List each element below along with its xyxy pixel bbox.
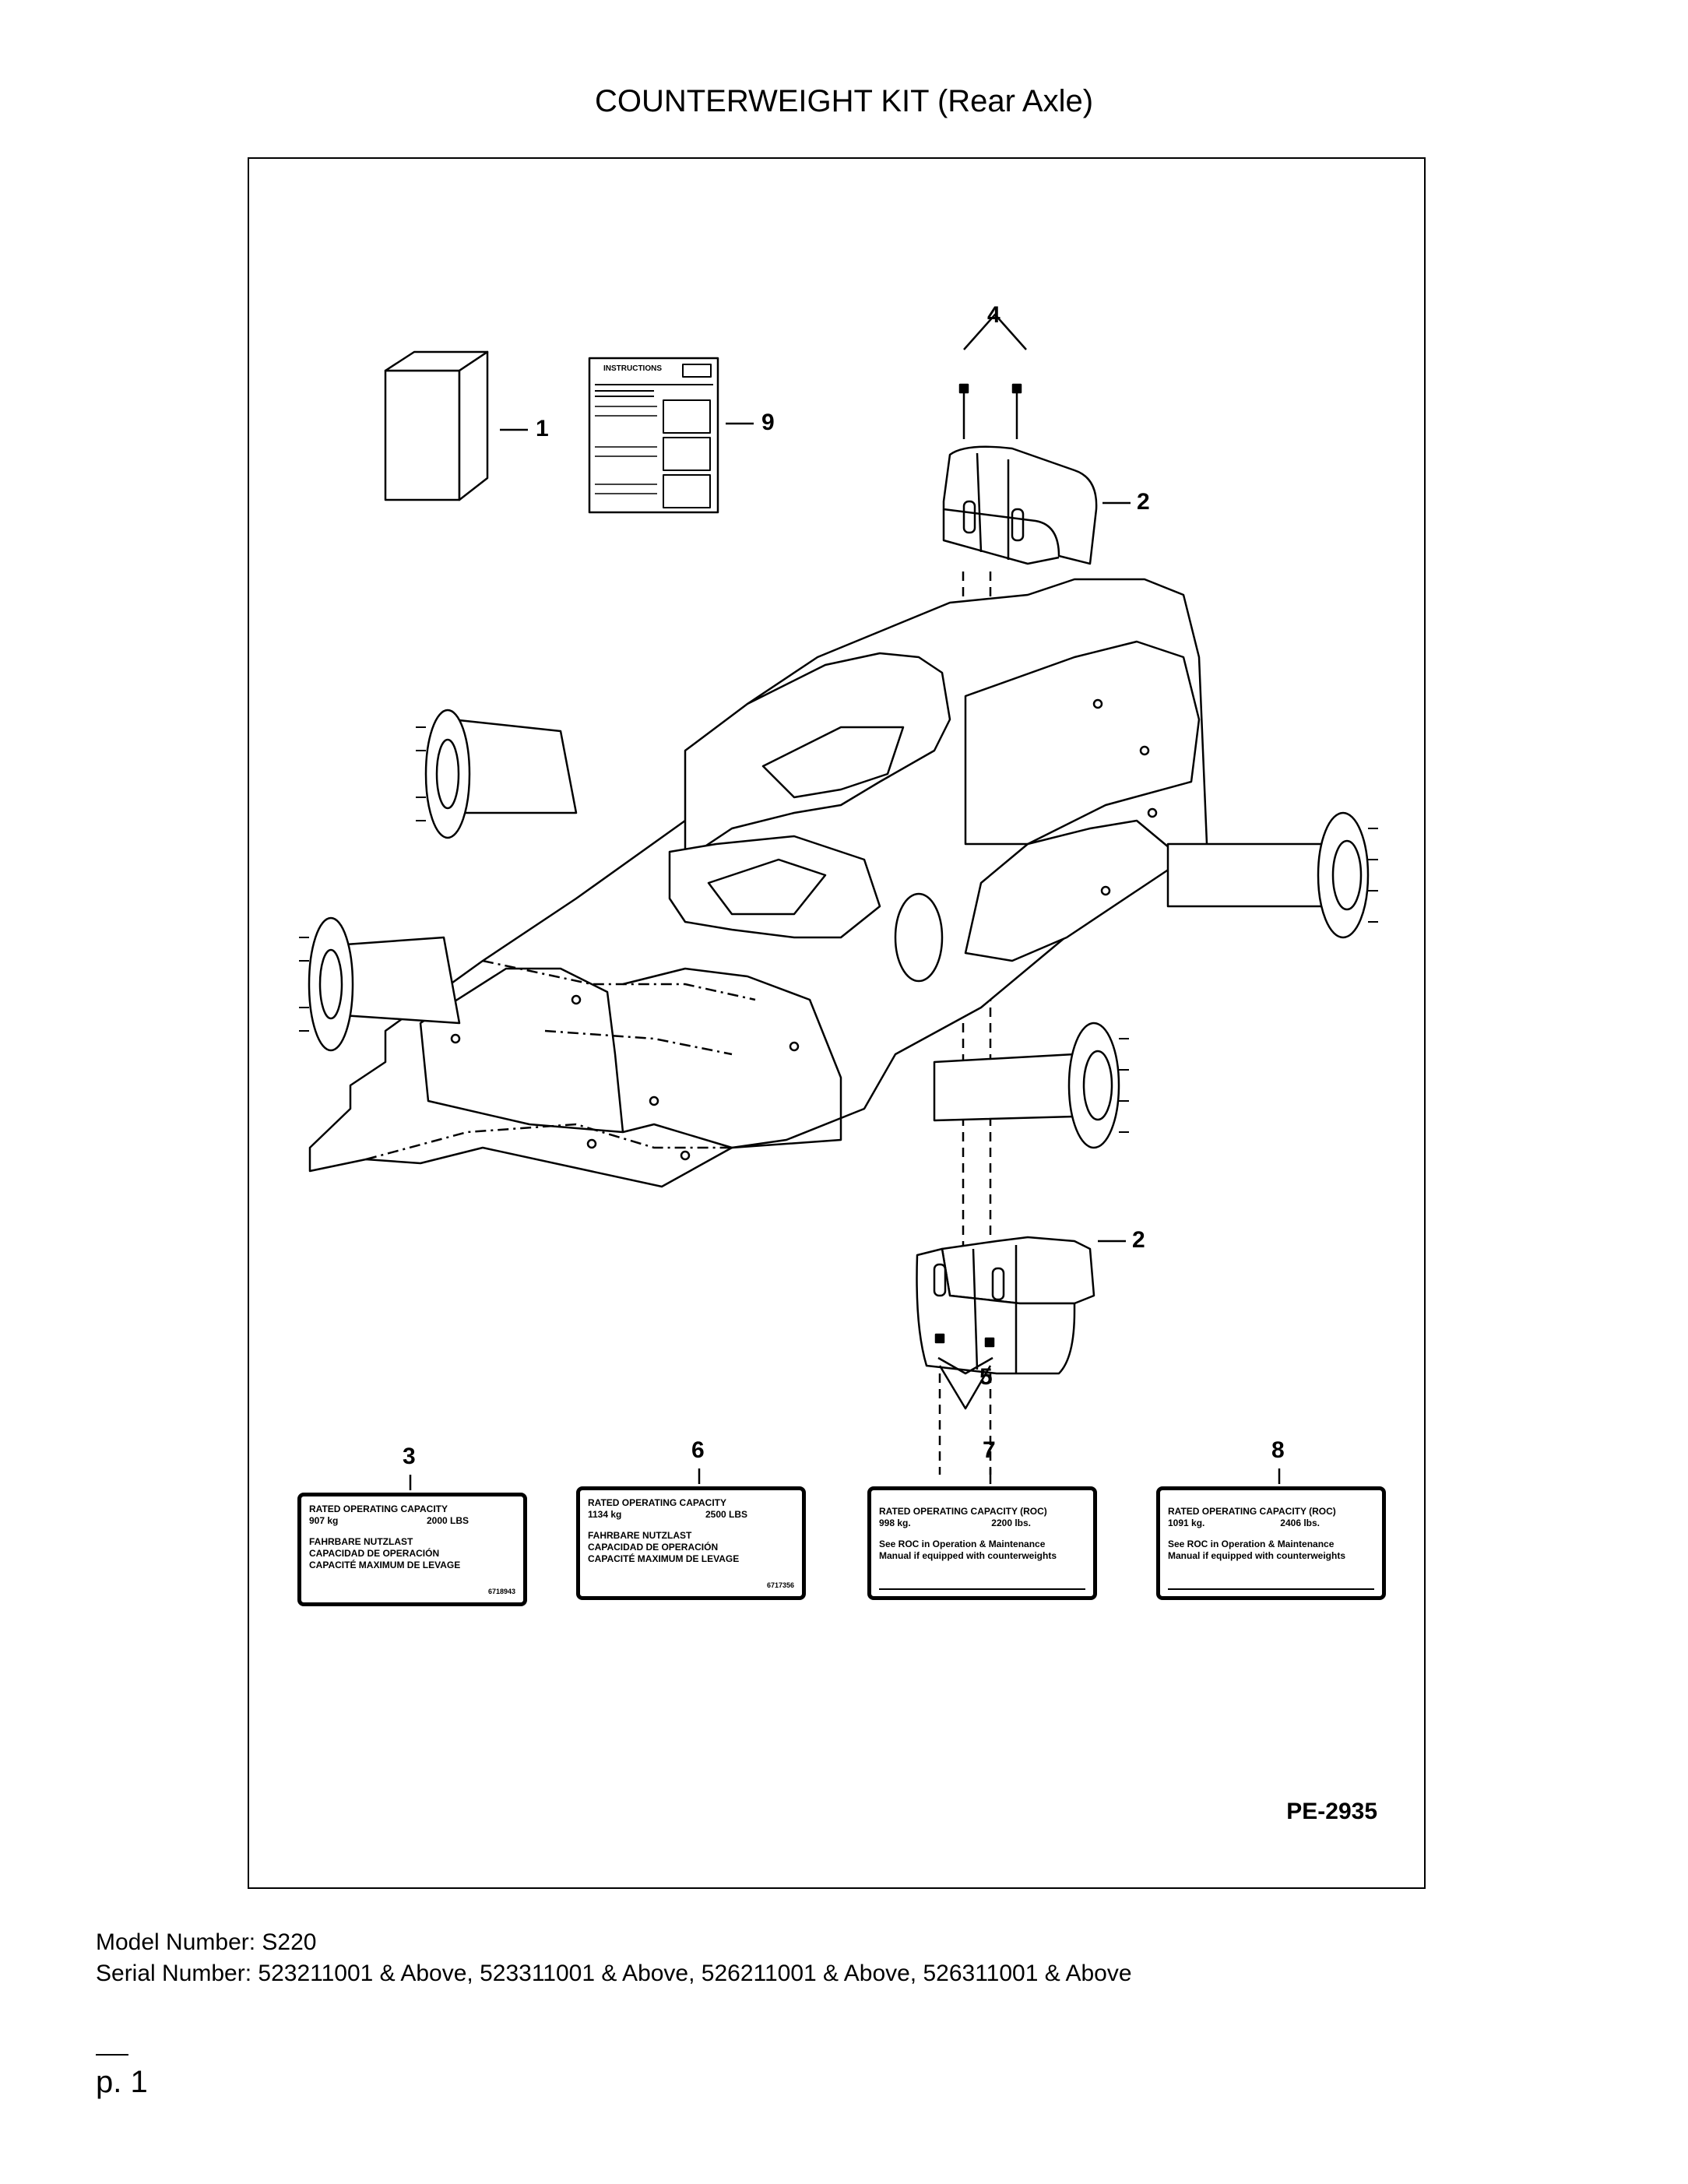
decal-part-number: 6718943 [487, 1588, 515, 1595]
decal-line: CAPACITÉ MAXIMUM DE LEVAGE [588, 1553, 740, 1564]
callout-2-upper: 2 [1137, 489, 1150, 515]
callout-1: 1 [536, 416, 549, 441]
callout-7: 7 [983, 1437, 996, 1463]
decal-lbs: 2000 LBS [426, 1515, 469, 1526]
decal-kg: 1091 kg. [1168, 1518, 1205, 1528]
decal-line: CAPACITÉ MAXIMUM DE LEVAGE [309, 1560, 461, 1570]
upper-counterweight-illustration [942, 445, 1131, 565]
lower-counterweight-illustration [916, 1236, 1126, 1375]
decal-kg: 907 kg [309, 1515, 339, 1526]
axle-housings-illustration [299, 709, 1378, 1149]
decal-kg: 1134 kg [588, 1509, 622, 1520]
decal-line: See ROC in Operation & Maintenance [879, 1539, 1046, 1549]
serial-number: Serial Number: 523211001 & Above, 523311… [96, 1961, 1132, 1986]
parts-diagram-frame: INSTRUCTIONS 1 9 4 2 2 5 3 6 7 8 RATED O… [248, 157, 1426, 1889]
decal-heading: RATED OPERATING CAPACITY [588, 1497, 727, 1508]
decal-line: FAHRBARE NUTZLAST [588, 1530, 692, 1541]
callout-4: 4 [987, 302, 1000, 328]
decal-line: CAPACIDAD DE OPERACIÓN [588, 1542, 719, 1553]
kit-box-illustration [384, 350, 528, 501]
callout-5: 5 [979, 1364, 993, 1390]
decal-line: FAHRBARE NUTZLAST [309, 1536, 413, 1547]
decal-8: RATED OPERATING CAPACITY (ROC) 1091 kg. 2… [1156, 1486, 1386, 1600]
nuts-arrow [938, 1365, 992, 1410]
page-title: COUNTERWEIGHT KIT (Rear Axle) [594, 84, 1094, 118]
callout-6: 6 [691, 1437, 705, 1463]
model-number: Model Number: S220 [96, 1929, 317, 1955]
decal-6: RATED OPERATING CAPACITY 1134 kg 2500 LBS… [576, 1486, 806, 1600]
figure-code: PE-2935 [1286, 1799, 1377, 1824]
decal-heading: RATED OPERATING CAPACITY (ROC) [879, 1506, 1047, 1517]
callout-9: 9 [761, 410, 775, 435]
decal-7: RATED OPERATING CAPACITY (ROC) 998 kg. 22… [867, 1486, 1097, 1600]
callout-3: 3 [403, 1444, 416, 1469]
callout-2-lower: 2 [1132, 1227, 1145, 1253]
decal-heading: RATED OPERATING CAPACITY (ROC) [1168, 1506, 1336, 1517]
decal-line: Manual if equipped with counterweights [879, 1550, 1057, 1561]
decal-line: CAPACIDAD DE OPERACIÓN [309, 1548, 440, 1559]
decal-kg: 998 kg. [879, 1518, 911, 1528]
page-number: p. 1 [96, 2065, 148, 2099]
decal-lbs: 2500 LBS [705, 1509, 747, 1520]
callout-8: 8 [1271, 1437, 1285, 1463]
instructions-label: INSTRUCTIONS [603, 364, 662, 373]
decal-lbs: 2200 lbs. [991, 1518, 1031, 1528]
instructions-sheet-illustration [588, 357, 754, 514]
decal-part-number: 6717356 [766, 1581, 794, 1589]
bolts-illustration [958, 313, 1027, 439]
parts-diagram [299, 313, 1378, 1490]
decal-line: See ROC in Operation & Maintenance [1168, 1539, 1335, 1549]
decal-heading: RATED OPERATING CAPACITY [309, 1503, 448, 1514]
loader-frame-illustration [308, 578, 1208, 1188]
decal-signature-line [879, 1588, 1085, 1590]
decal-line: Manual if equipped with counterweights [1168, 1550, 1346, 1561]
page-divider [96, 2054, 128, 2056]
decal-leaders [409, 1468, 1281, 1490]
decal-lbs: 2406 lbs. [1280, 1518, 1320, 1528]
decal-signature-line [1168, 1588, 1374, 1590]
